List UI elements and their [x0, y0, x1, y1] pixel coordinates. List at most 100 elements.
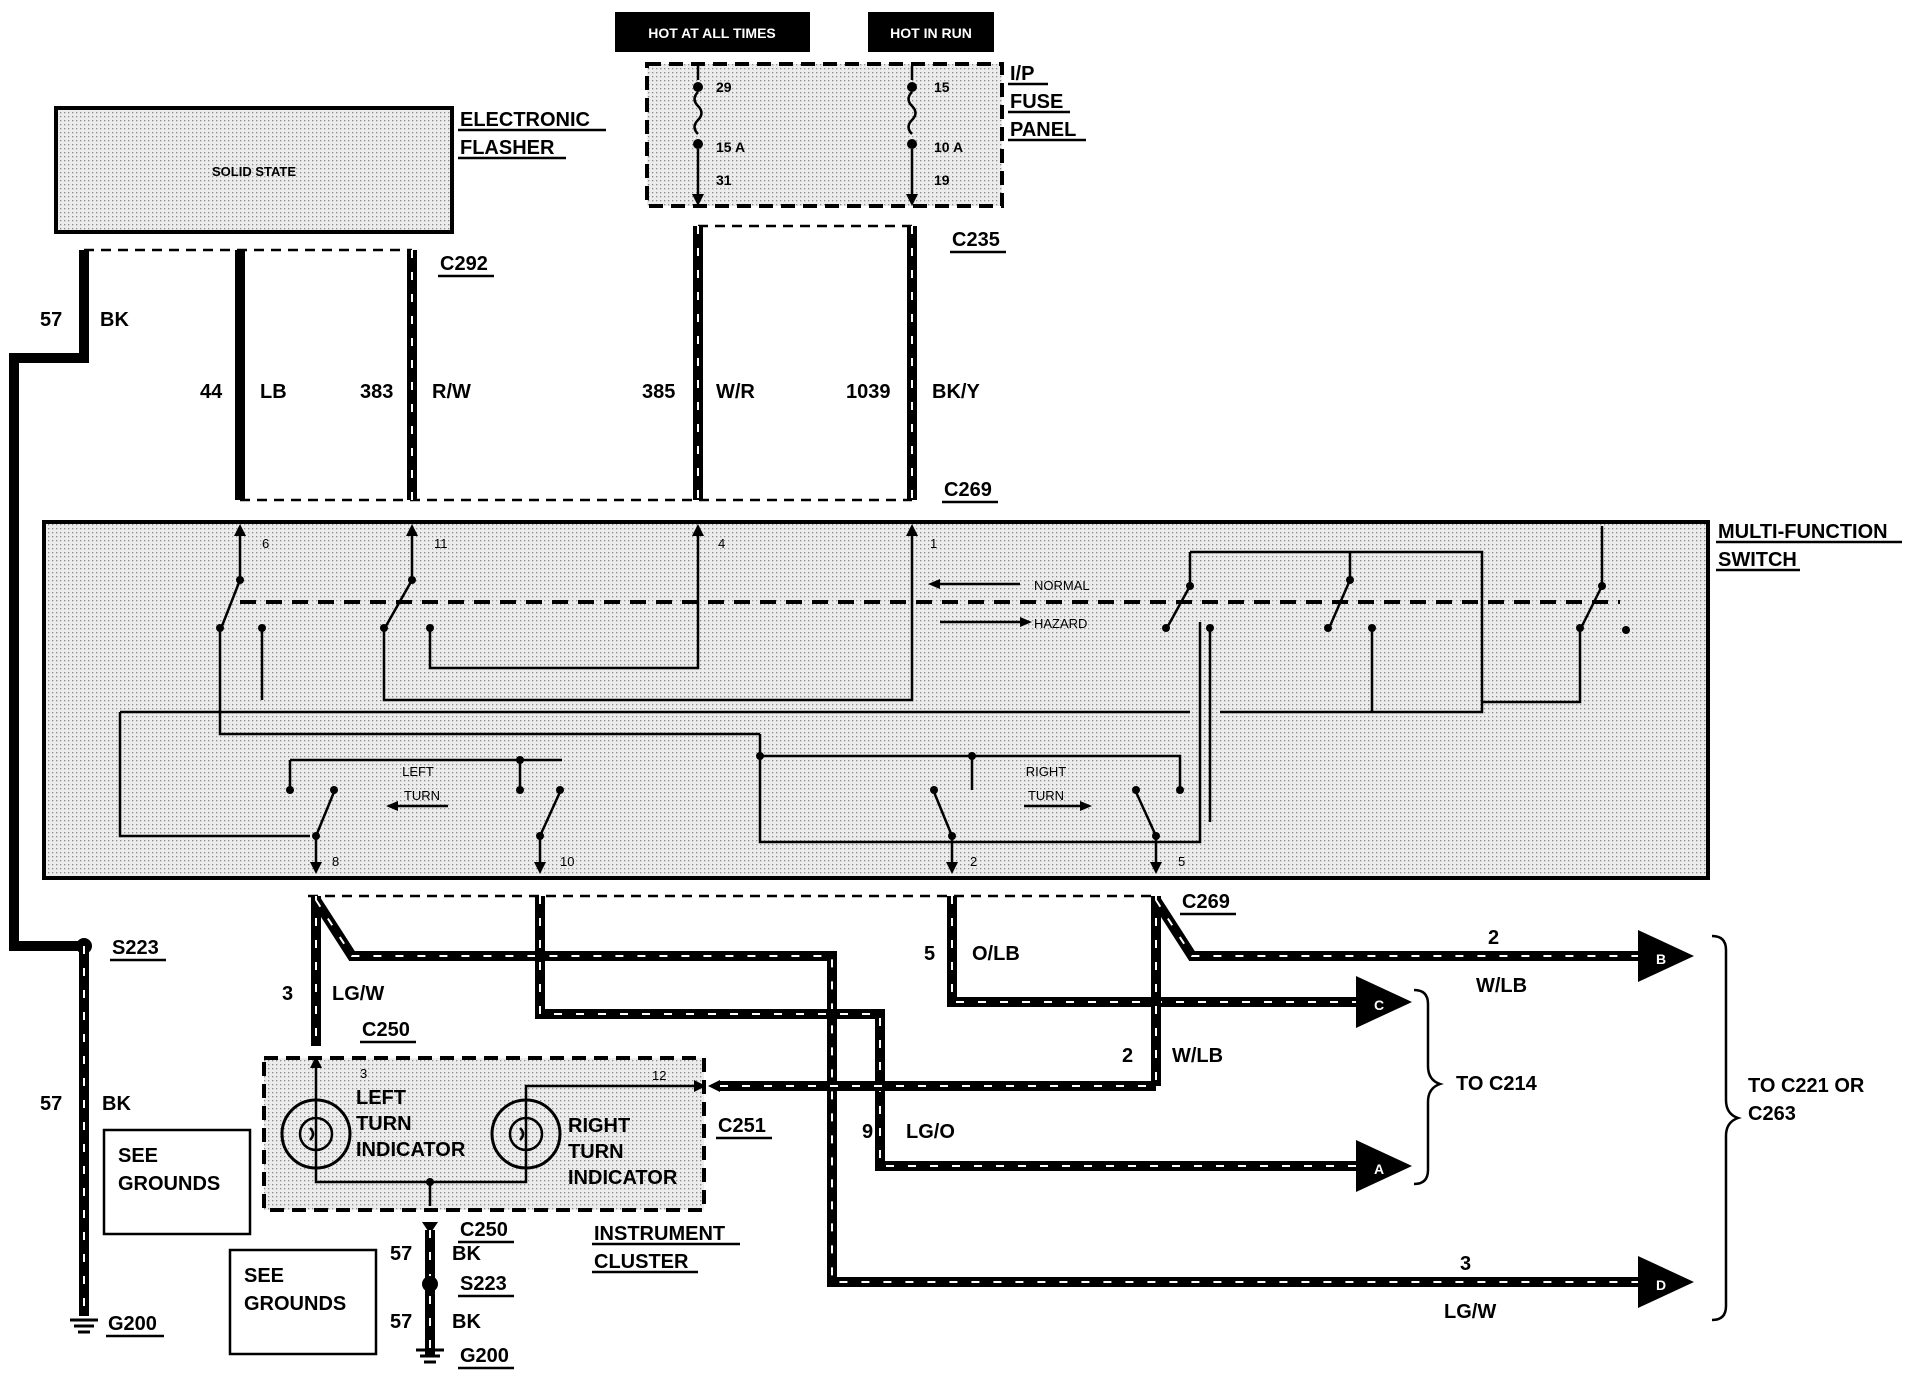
svg-text:INDICATOR: INDICATOR — [568, 1167, 678, 1189]
svg-text:8: 8 — [332, 854, 339, 869]
wire-385-num: 385 — [642, 381, 675, 403]
ip-fuse-panel: 29 15 A 31 15 10 A 19 — [645, 62, 1004, 208]
multi-function-switch: 6 11 4 1 — [42, 520, 1710, 880]
wire-1039-color: BK/Y — [932, 381, 980, 403]
wire-2-num: 2 — [1122, 1045, 1133, 1067]
brace-to-c221 — [1711, 934, 1742, 1322]
to-c221-label-1: TO C221 OR — [1748, 1075, 1865, 1097]
hot-at-all-times-label: HOT AT ALL TIMES — [615, 12, 810, 52]
wire-383-color: R/W — [432, 381, 471, 403]
wire-385-color: W/R — [716, 381, 755, 403]
wire-3-out-color: LG/W — [1444, 1301, 1496, 1323]
wire-9-color: LG/O — [906, 1121, 955, 1143]
svg-text:11: 11 — [434, 536, 448, 551]
c250-bottom-label: C250 — [460, 1219, 508, 1241]
flasher-label-1: ELECTRONIC — [460, 109, 590, 131]
wire-44-num: 44 — [200, 381, 223, 403]
wire-2-out-color: W/LB — [1476, 975, 1527, 997]
wire-44-color: LB — [260, 381, 287, 403]
wire-57-c250-color: BK — [452, 1243, 481, 1265]
svg-text:12: 12 — [652, 1068, 666, 1083]
svg-text:3: 3 — [360, 1066, 367, 1081]
electronic-flasher: SOLID STATE — [54, 106, 454, 234]
svg-text:INDICATOR: INDICATOR — [356, 1139, 466, 1161]
svg-text:15 A: 15 A — [716, 139, 745, 155]
left-ground-path — [70, 938, 98, 1334]
wire-57-color: BK — [100, 309, 129, 331]
svg-text:TURN: TURN — [568, 1141, 624, 1163]
c292-label: C292 — [440, 253, 488, 275]
svg-text:GROUNDS: GROUNDS — [244, 1293, 346, 1315]
output-arrow-c: C — [1356, 976, 1412, 1028]
wire-2-wlb-to-b — [1151, 897, 1638, 961]
wire-5-color: O/LB — [972, 943, 1020, 965]
svg-text:31: 31 — [716, 172, 732, 188]
g200-bottom-label: G200 — [460, 1345, 509, 1367]
fuse-panel-label-1: I/P — [1010, 63, 1034, 85]
svg-text:2: 2 — [970, 854, 977, 869]
svg-text:C: C — [1374, 997, 1384, 1013]
wire-2-out-num: 2 — [1488, 927, 1499, 949]
svg-text:1: 1 — [930, 536, 937, 551]
instrument-cluster: 3 12 LEFT TURN INDICATOR RIGHT TURN INDI… — [262, 1056, 720, 1212]
svg-text:5: 5 — [1178, 854, 1185, 869]
svg-text:NORMAL: NORMAL — [1034, 578, 1090, 593]
wire-1039-num: 1039 — [846, 381, 891, 403]
hot-in-run-label: HOT IN RUN — [868, 12, 994, 52]
svg-text:10: 10 — [560, 854, 574, 869]
svg-text:29: 29 — [716, 79, 732, 95]
svg-text:TURN: TURN — [1028, 788, 1064, 803]
wire-10-to-a — [535, 896, 1356, 1171]
s223-bottom-label: S223 — [460, 1273, 507, 1295]
cluster-label-1: INSTRUMENT — [594, 1223, 725, 1245]
svg-text:15: 15 — [934, 79, 950, 95]
svg-text:HOT AT ALL TIMES: HOT AT ALL TIMES — [648, 25, 776, 41]
svg-text:TURN: TURN — [356, 1113, 412, 1135]
brace-to-c214 — [1413, 988, 1444, 1186]
svg-text:LEFT: LEFT — [402, 764, 434, 779]
g200-left-label: G200 — [108, 1313, 157, 1335]
wire-57-c250-num: 57 — [390, 1243, 412, 1265]
svg-text:4: 4 — [718, 536, 725, 551]
output-arrow-d: D — [1638, 1256, 1694, 1308]
wire-5-num: 5 — [924, 943, 935, 965]
svg-text:RIGHT: RIGHT — [1026, 764, 1067, 779]
wire-383-num: 383 — [360, 381, 393, 403]
svg-text:SOLID STATE: SOLID STATE — [212, 164, 296, 179]
s223-left-label: S223 — [112, 937, 159, 959]
cluster-ground-path — [416, 1222, 444, 1364]
svg-text:D: D — [1656, 1277, 1666, 1293]
wire-2-color: W/LB — [1172, 1045, 1223, 1067]
switch-label-2: SWITCH — [1718, 549, 1797, 571]
c269-bottom-label: C269 — [1182, 891, 1230, 913]
flasher-label-2: FLASHER — [460, 137, 555, 159]
c235-label: C235 — [952, 229, 1000, 251]
wire-3-out-num: 3 — [1460, 1253, 1471, 1275]
wire-57-num: 57 — [40, 309, 62, 331]
svg-text:GROUNDS: GROUNDS — [118, 1173, 220, 1195]
c269-top-label: C269 — [944, 479, 992, 501]
c251-label: C251 — [718, 1115, 766, 1137]
cluster-label-2: CLUSTER — [594, 1251, 689, 1273]
svg-text:6: 6 — [262, 536, 269, 551]
svg-text:19: 19 — [934, 172, 950, 188]
wire-57-g200-num: 57 — [390, 1311, 412, 1333]
svg-text:SEE: SEE — [244, 1265, 284, 1287]
output-arrow-b: B — [1638, 930, 1694, 982]
svg-text:LEFT: LEFT — [356, 1087, 406, 1109]
wire-57-left-color: BK — [102, 1093, 131, 1115]
wire-3-color: LG/W — [332, 983, 384, 1005]
wire-57-bk-flasher — [9, 250, 89, 951]
svg-text:SEE: SEE — [118, 1145, 158, 1167]
wire-5-olb — [947, 896, 1356, 1007]
svg-text:B: B — [1656, 951, 1666, 967]
wire-3-num: 3 — [282, 983, 293, 1005]
c250-top-label: C250 — [362, 1019, 410, 1041]
svg-text:HAZARD: HAZARD — [1034, 616, 1087, 631]
to-c221-label-2: C263 — [1748, 1103, 1796, 1125]
wire-9-num: 9 — [862, 1121, 873, 1143]
wire-lgw-to-d — [311, 897, 1638, 1287]
wire-57-g200-color: BK — [452, 1311, 481, 1333]
svg-text:HOT IN RUN: HOT IN RUN — [890, 25, 972, 41]
